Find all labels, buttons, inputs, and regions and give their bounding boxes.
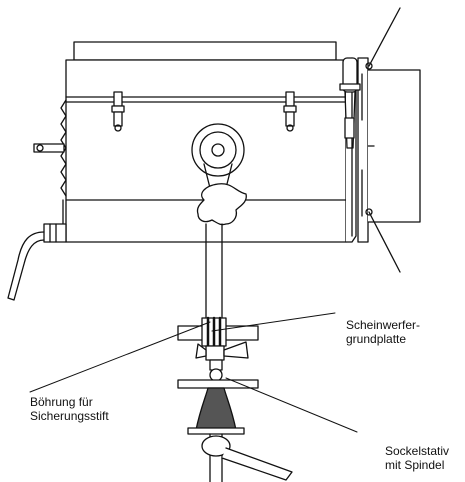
leader-lines xyxy=(29,312,358,433)
front-frame xyxy=(339,7,421,273)
stand-spindle xyxy=(201,433,293,482)
label-scheinwerfer-line1: Scheinwerfer- xyxy=(346,318,421,332)
wing-nut xyxy=(195,341,249,382)
label-sockel-line2: mit Spindel xyxy=(385,458,445,472)
tilt-lever xyxy=(7,223,67,301)
label-sockelstativ: Sockelstativ mit Spindel xyxy=(385,444,449,472)
label-bohrung-line2: Sicherungsstift xyxy=(30,409,109,423)
label-bohrung-sicherungsstift: Böhrung für Sicherungsstift xyxy=(30,395,109,423)
label-bohrung-line1: Böhrung für xyxy=(30,395,93,409)
label-scheinwerfer-grundplatte: Scheinwerfer- grundplatte xyxy=(346,318,420,346)
cable-clips xyxy=(111,91,297,132)
label-scheinwerfer-line2: grundplatte xyxy=(346,332,407,346)
yoke-stem xyxy=(205,223,223,319)
stand-flange xyxy=(177,379,259,435)
rear-handle xyxy=(33,143,65,153)
label-sockel-line1: Sockelstativ xyxy=(385,444,450,458)
yoke-pivot xyxy=(191,123,247,226)
base-plate xyxy=(177,316,259,348)
